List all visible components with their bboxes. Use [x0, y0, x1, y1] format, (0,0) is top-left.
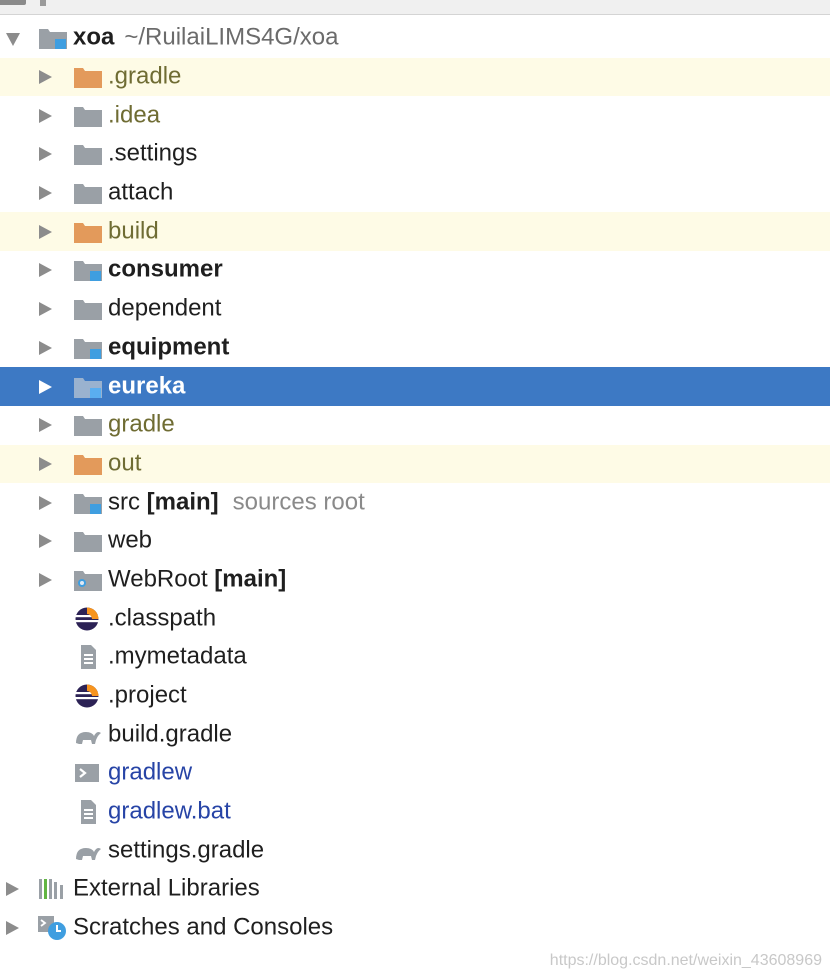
gradle-elephant-icon — [76, 731, 101, 744]
tree-row-attach[interactable]: attach — [0, 174, 830, 213]
expand-arrow-icon[interactable] — [6, 921, 19, 936]
tree-row-classpath[interactable]: .classpath — [0, 599, 830, 638]
tree-label: dependent — [108, 294, 222, 322]
tree-label: External Libraries — [73, 874, 260, 902]
eclipse-icon — [75, 607, 99, 631]
gradle-elephant-icon — [76, 847, 101, 860]
tree-row-web[interactable]: web — [0, 522, 830, 561]
collapse-arrow-icon[interactable] — [6, 33, 20, 47]
tree-label: equipment — [108, 333, 230, 361]
excluded-folder-icon — [74, 454, 102, 475]
tree-row-external-libraries[interactable]: External Libraries — [0, 870, 830, 909]
tree-row-mymetadata[interactable]: .mymetadata — [0, 638, 830, 677]
folder-icon — [74, 300, 102, 321]
excluded-folder-icon — [74, 222, 102, 243]
expand-arrow-icon[interactable] — [39, 534, 52, 549]
tree-row-settings-gradle[interactable]: settings.gradle — [0, 831, 830, 870]
tree-row-scratches[interactable]: Scratches and Consoles — [0, 909, 830, 948]
toolbar-strip — [0, 0, 830, 15]
module-folder-icon — [74, 377, 102, 398]
tree-label: .gradle — [108, 62, 182, 90]
toolbar-handle — [0, 0, 26, 5]
excluded-folder-icon — [74, 68, 102, 89]
tree-label: out — [108, 449, 142, 477]
expand-arrow-icon[interactable] — [39, 263, 52, 278]
expand-arrow-icon[interactable] — [39, 147, 52, 162]
folder-icon — [74, 145, 102, 166]
expand-arrow-icon[interactable] — [39, 302, 52, 317]
tree-row-gradle-dir[interactable]: .gradle — [0, 57, 830, 97]
libraries-icon — [39, 879, 63, 900]
tree-label: xoa ~/RuilaiLIMS4G/xoa — [73, 24, 338, 52]
module-folder-icon — [74, 493, 102, 514]
scratches-icon — [38, 916, 66, 941]
tree-row-root[interactable]: xoa ~/RuilaiLIMS4G/xoa — [0, 19, 830, 58]
tree-label: web — [108, 526, 153, 554]
tree-label: gradlew — [108, 758, 193, 786]
folder-icon — [74, 532, 102, 553]
tree-label: .classpath — [108, 604, 217, 632]
expand-arrow-icon[interactable] — [6, 882, 19, 897]
tree-label: WebRoot [main] — [108, 565, 287, 593]
watermark: https://blog.csdn.net/weixin_43608969 — [549, 952, 822, 969]
root-path: ~/RuilaiLIMS4G/xoa — [124, 23, 339, 51]
toolbar-mark — [40, 0, 46, 6]
tree-row-src[interactable]: src [main]sources root — [0, 483, 830, 522]
root-name: xoa — [73, 23, 115, 51]
tree-row-settings[interactable]: .settings — [0, 135, 830, 174]
eclipse-icon — [75, 684, 99, 708]
module-folder-icon — [74, 261, 102, 282]
tree-row-eureka[interactable]: eureka — [0, 367, 830, 406]
tree-label: eureka — [108, 371, 186, 399]
tree-label: .mymetadata — [108, 642, 247, 670]
text-file-icon — [81, 645, 96, 670]
tree-row-out[interactable]: out — [0, 444, 830, 484]
tree-row-consumer[interactable]: consumer — [0, 251, 830, 290]
tree-label: gradlew.bat — [108, 797, 231, 825]
expand-arrow-icon[interactable] — [39, 572, 52, 587]
tree-row-webroot[interactable]: WebRoot [main] — [0, 561, 830, 600]
tree-label: attach — [108, 178, 174, 206]
project-tree[interactable]: xoa ~/RuilaiLIMS4G/xoa .gradle .idea .set… — [0, 19, 830, 948]
web-folder-icon — [74, 570, 102, 591]
tree-label: .settings — [108, 139, 198, 167]
tree-row-project[interactable]: .project — [0, 677, 830, 716]
tree-label: build — [108, 217, 159, 245]
module-tag: [main] — [214, 565, 287, 593]
tree-label: .idea — [108, 101, 161, 129]
expand-arrow-icon[interactable] — [39, 379, 52, 394]
expand-arrow-icon[interactable] — [39, 495, 52, 510]
tree-label: build.gradle — [108, 720, 233, 748]
tree-label: consumer — [108, 255, 223, 283]
shell-script-icon — [75, 764, 99, 783]
expand-arrow-icon[interactable] — [39, 340, 52, 355]
tree-row-idea[interactable]: .idea — [0, 96, 830, 135]
expand-arrow-icon[interactable] — [39, 224, 52, 239]
tree-label: .project — [108, 681, 187, 709]
tree-row-build[interactable]: build — [0, 212, 830, 252]
tree-label: gradle — [108, 410, 175, 438]
expand-arrow-icon[interactable] — [39, 456, 52, 471]
text-file-icon — [81, 800, 96, 825]
expand-arrow-icon[interactable] — [39, 108, 52, 123]
tree-row-equipment[interactable]: equipment — [0, 329, 830, 368]
tree-row-gradlew-bat[interactable]: gradlew.bat — [0, 793, 830, 832]
tree-label: Scratches and Consoles — [73, 913, 334, 941]
folder-icon — [74, 184, 102, 205]
tree-row-gradlew[interactable]: gradlew — [0, 754, 830, 793]
expand-arrow-icon[interactable] — [39, 70, 52, 85]
folder-icon — [74, 106, 102, 127]
tree-row-dependent[interactable]: dependent — [0, 290, 830, 329]
expand-arrow-icon[interactable] — [39, 418, 52, 433]
module-tag: [main] — [146, 488, 219, 516]
module-folder-icon — [39, 29, 67, 50]
tree-row-build-gradle[interactable]: build.gradle — [0, 715, 830, 754]
folder-icon — [74, 416, 102, 437]
module-folder-icon — [74, 338, 102, 359]
tree-row-gradle[interactable]: gradle — [0, 406, 830, 445]
tree-label: settings.gradle — [108, 836, 265, 864]
expand-arrow-icon[interactable] — [39, 186, 52, 201]
tree-label: src [main]sources root — [108, 488, 365, 516]
sources-root-hint: sources root — [232, 488, 365, 516]
